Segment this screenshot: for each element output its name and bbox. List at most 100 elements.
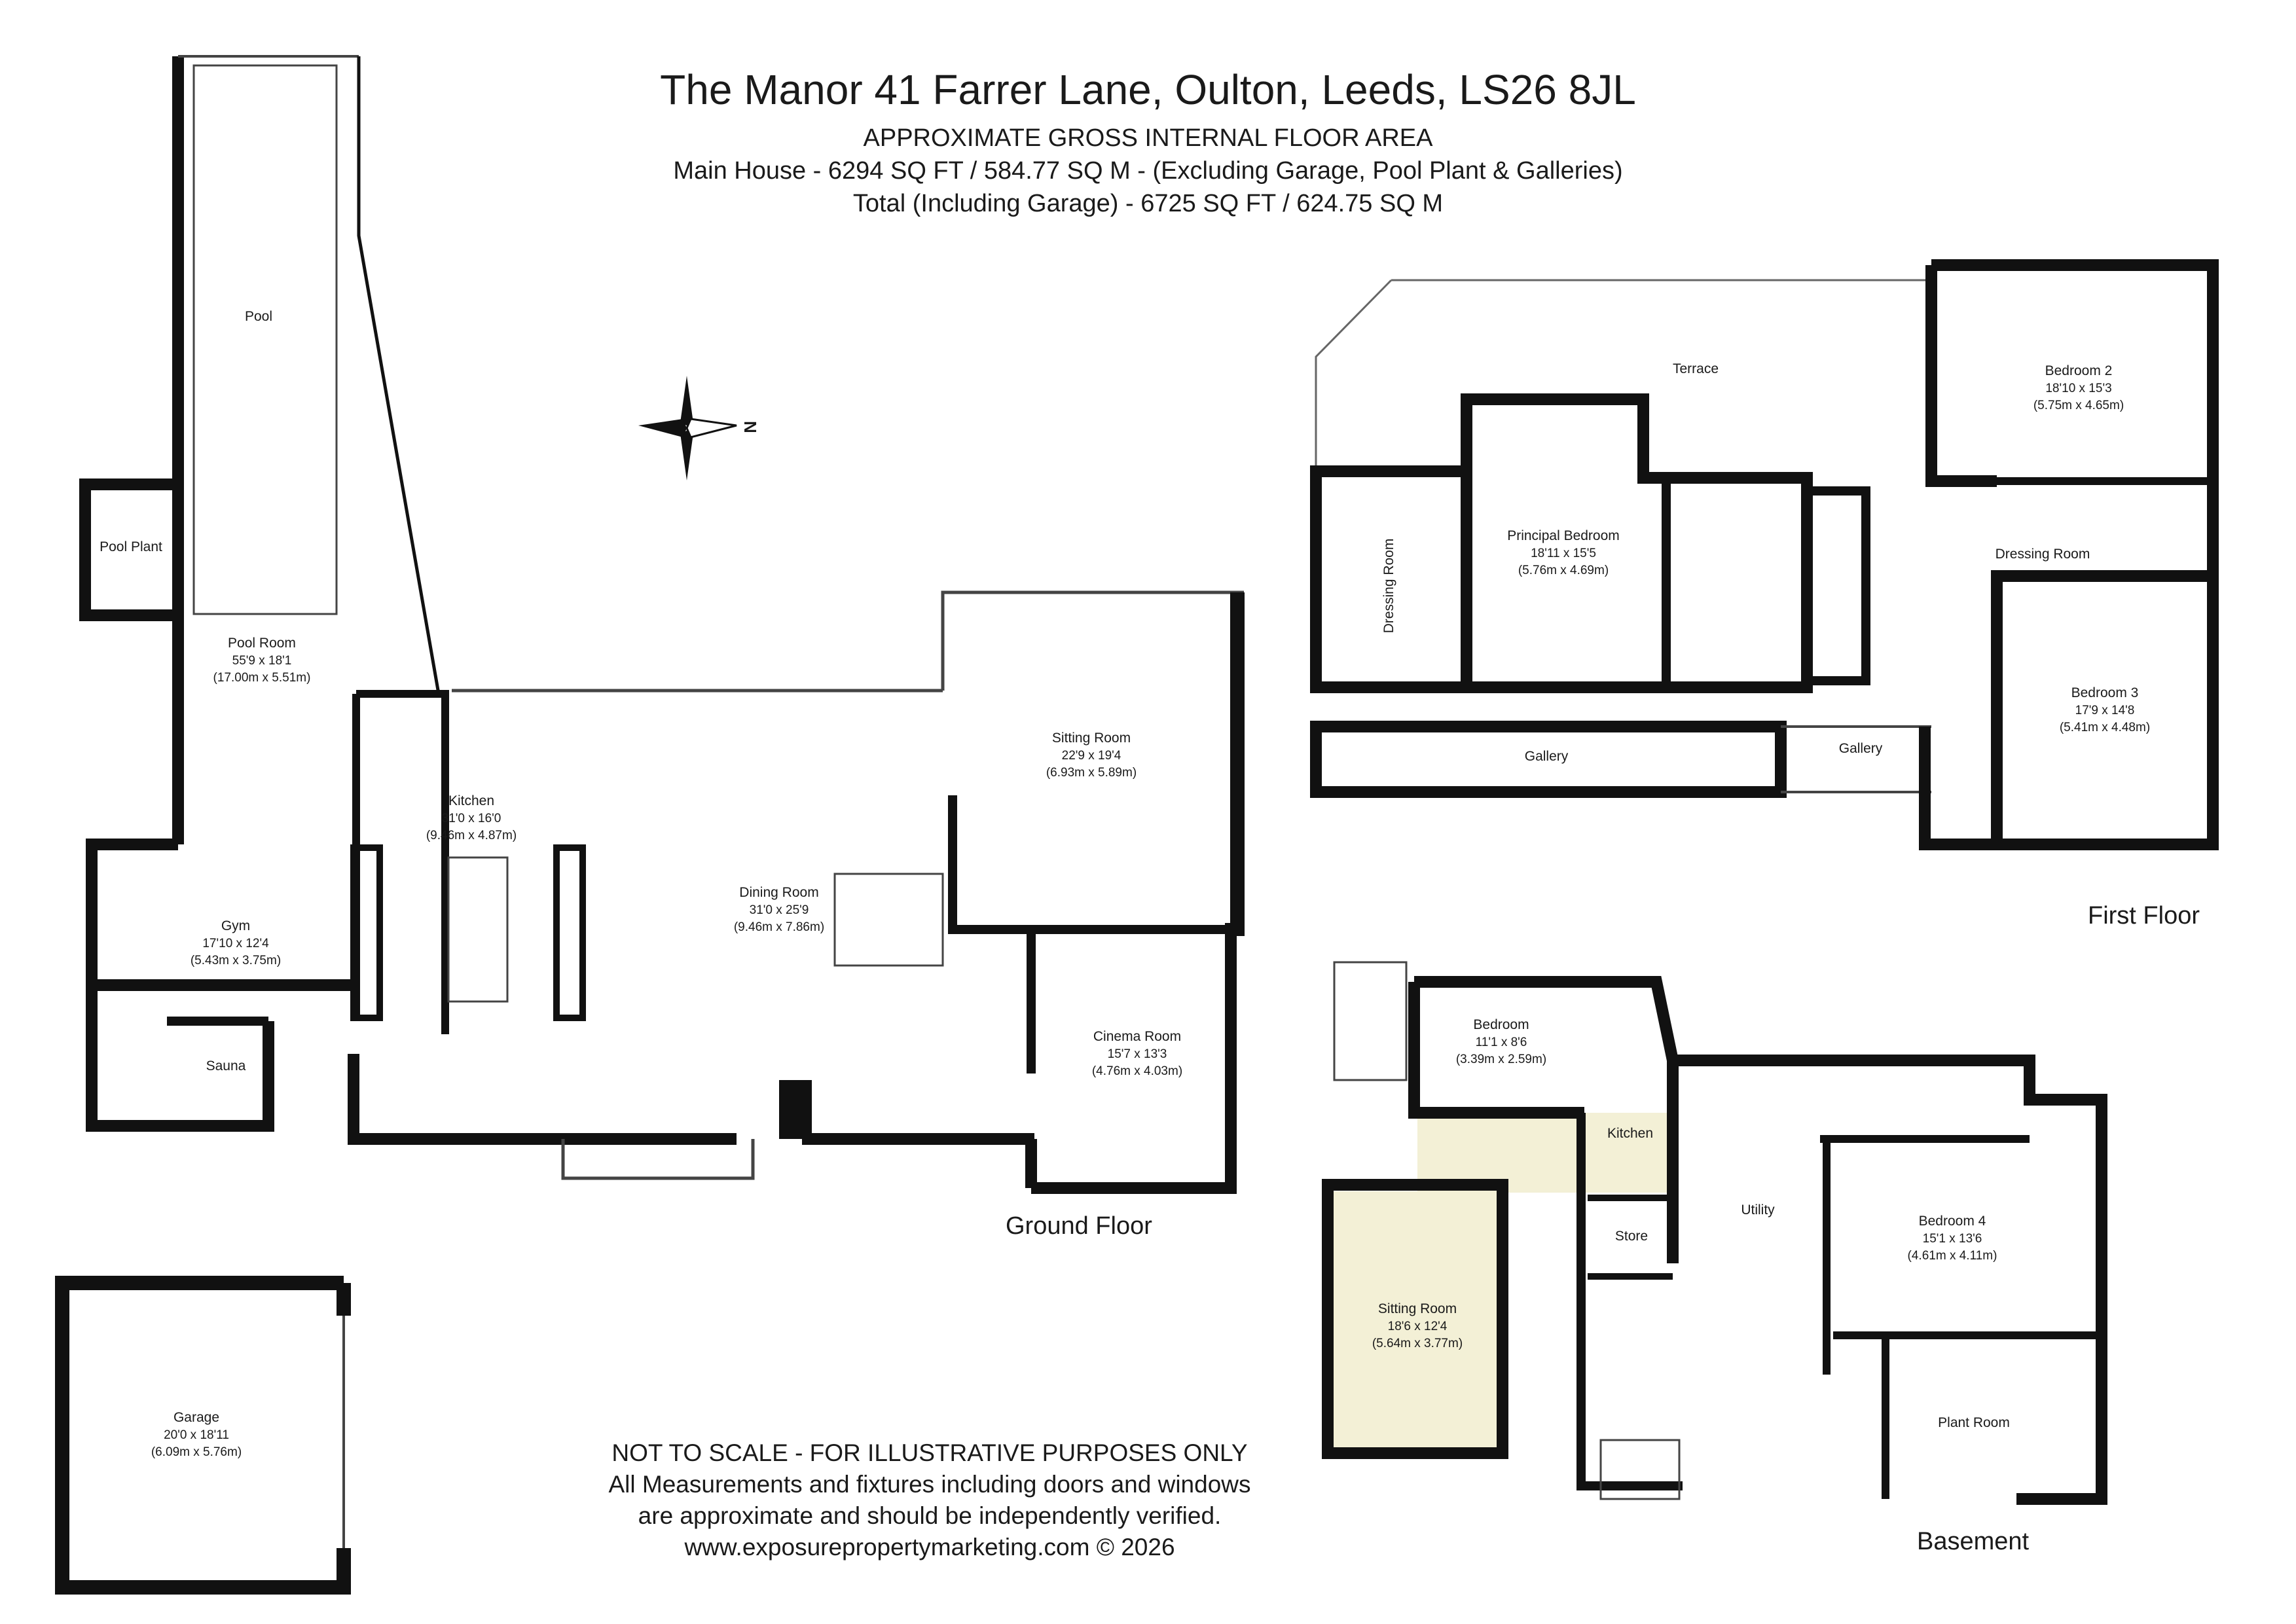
room-dining-imperial: 31'0 x 25'9 xyxy=(750,903,809,917)
room-dressing-1-name: Dressing Room xyxy=(1381,539,1396,634)
basement-internal-stair xyxy=(1599,1439,1681,1500)
annex-fill-sitting xyxy=(1328,1191,1503,1453)
gallery-2-rails xyxy=(1781,725,1931,793)
annex-corridor-wall xyxy=(1576,1113,1683,1490)
room-garage-imperial: 20'0 x 18'11 xyxy=(164,1428,229,1442)
room-bedroom3-metric: (5.41m x 4.48m) xyxy=(2060,721,2150,734)
area-heading: APPROXIMATE GROSS INTERNAL FLOOR AREA xyxy=(863,124,1433,152)
room-principal-imperial: 18'11 x 15'5 xyxy=(1531,547,1596,560)
room-gym-metric: (5.43m x 3.75m) xyxy=(191,954,281,967)
ground-floor-title: Ground Floor xyxy=(1006,1212,1152,1240)
room-gym-name: Gym xyxy=(221,918,250,933)
ground-floor-plan xyxy=(55,55,1245,1595)
kitchen-east-units xyxy=(553,844,586,1021)
terrace-outline xyxy=(1315,279,1931,478)
room-cinema-imperial: 15'7 x 13'3 xyxy=(1108,1047,1167,1061)
room-gallery-1-name: Gallery xyxy=(1525,749,1569,764)
room-pool-room-imperial: 55'9 x 18'1 xyxy=(232,654,292,668)
room-sauna-name: Sauna xyxy=(206,1058,246,1074)
room-kitchen-imperial: 31'0 x 16'0 xyxy=(442,812,501,825)
room-garage-metric: (6.09m x 5.76m) xyxy=(151,1445,242,1459)
room-utility-name: Utility xyxy=(1741,1202,1775,1218)
room-dining-metric: (9.46m x 7.86m) xyxy=(734,920,824,934)
basement-plan xyxy=(1322,961,2107,1505)
room-sitting-b-metric: (5.64m x 3.77m) xyxy=(1372,1337,1463,1350)
kitchen-west-units xyxy=(350,844,383,1021)
room-pool-name: Pool xyxy=(245,309,272,324)
room-bedroom-b-metric: (3.39m x 2.59m) xyxy=(1456,1053,1546,1066)
gym-walls xyxy=(86,839,354,1132)
bay-window xyxy=(561,1139,755,1180)
bedroom-4-walls xyxy=(1820,1135,2102,1499)
basement-external-stair xyxy=(1333,961,1408,1081)
room-sitting-b-name: Sitting Room xyxy=(1378,1301,1457,1316)
room-cinema-metric: (4.76m x 4.03m) xyxy=(1092,1064,1182,1078)
room-principal-name: Principal Bedroom xyxy=(1507,528,1620,543)
room-sitting-ground-imperial: 22'9 x 19'4 xyxy=(1062,749,1121,763)
main-house-area: Main House - 6294 SQ FT / 584.77 SQ M - … xyxy=(673,157,1623,185)
basement-east-walls xyxy=(1673,1055,2107,1505)
room-pool-room-name: Pool Room xyxy=(228,636,296,651)
room-bedroom-b-name: Bedroom xyxy=(1473,1017,1529,1032)
disclaimer: NOT TO SCALE - FOR ILLUSTRATIVE PURPOSES… xyxy=(524,1437,1336,1563)
basement-sitting-walls xyxy=(1322,1179,1508,1459)
disclaimer-line-2: All Measurements and fixtures including … xyxy=(608,1471,1251,1498)
ground-stair xyxy=(833,873,944,967)
basement-title: Basement xyxy=(1917,1528,2030,1555)
room-garage-name: Garage xyxy=(173,1410,219,1425)
basement-bedroom-walls xyxy=(1414,976,1679,1263)
room-bedroom2-imperial: 18'10 x 15'3 xyxy=(2045,382,2111,395)
room-pool-plant-name: Pool Plant xyxy=(100,539,162,554)
room-bedroom-b-imperial: 11'1 x 8'6 xyxy=(1476,1036,1527,1049)
compass-north-label: N xyxy=(740,421,760,433)
room-cinema-name: Cinema Room xyxy=(1093,1029,1181,1044)
room-sitting-ground-name: Sitting Room xyxy=(1052,731,1131,746)
room-kitchen-name: Kitchen xyxy=(448,793,494,808)
room-kitchen-b-name: Kitchen xyxy=(1607,1126,1653,1141)
room-bedroom4-metric: (4.61m x 4.11m) xyxy=(1908,1249,1997,1263)
room-bedroom2-metric: (5.75m x 4.65m) xyxy=(2033,399,2124,412)
ground-south-wall xyxy=(348,1054,949,1145)
pool-room-glazed-wall xyxy=(357,56,441,695)
room-store-name: Store xyxy=(1615,1229,1648,1244)
room-gallery-2-name: Gallery xyxy=(1839,741,1883,756)
room-plant-room-name: Plant Room xyxy=(1938,1415,2010,1430)
room-bedroom3-name: Bedroom 3 xyxy=(2071,685,2139,700)
principal-bedroom-walls xyxy=(1461,393,1813,693)
disclaimer-line-3: are approximate and should be independen… xyxy=(638,1502,1222,1529)
wc-walls xyxy=(949,1133,1037,1188)
cinema-room-walls xyxy=(1031,923,1237,1194)
room-bedroom4-imperial: 15'1 x 13'6 xyxy=(1923,1232,1982,1246)
disclaimer-line-1: NOT TO SCALE - FOR ILLUSTRATIVE PURPOSES… xyxy=(611,1439,1248,1466)
total-area: Total (Including Garage) - 6725 SQ FT / … xyxy=(852,190,1444,217)
pool-plant-walls xyxy=(79,478,178,621)
first-floor-plan xyxy=(1310,259,2219,850)
room-dining-name: Dining Room xyxy=(739,885,818,900)
pool-outline xyxy=(192,64,338,615)
first-stair xyxy=(1807,486,1870,685)
disclaimer-line-4: www.exposurepropertymarketing.com © 2026 xyxy=(684,1534,1175,1561)
room-terrace-name: Terrace xyxy=(1673,361,1719,376)
kitchen-west-walls xyxy=(352,690,449,1034)
room-bedroom2-name: Bedroom 2 xyxy=(2045,363,2113,378)
room-kitchen-metric: (9.46m x 4.87m) xyxy=(426,829,517,842)
room-gym-imperial: 17'10 x 12'4 xyxy=(202,937,269,950)
room-labels: Pool Pool Plant Pool Room 55'9 x 18'1 (1… xyxy=(100,309,2150,1459)
store-partitions xyxy=(1588,1195,1673,1280)
room-principal-metric: (5.76m x 4.69m) xyxy=(1518,564,1609,577)
sitting-room-partition xyxy=(948,795,1231,934)
bedroom-2-west-wall xyxy=(1925,265,1997,487)
first-floor-title: First Floor xyxy=(2088,902,2200,929)
plan-title: The Manor 41 Farrer Lane, Oulton, Leeds,… xyxy=(660,66,1636,113)
room-bedroom4-name: Bedroom 4 xyxy=(1919,1214,1986,1229)
room-dressing-2-name: Dressing Room xyxy=(1995,547,2090,562)
room-pool-room-metric: (17.00m x 5.51m) xyxy=(213,671,311,685)
room-sitting-ground-metric: (6.93m x 5.89m) xyxy=(1046,766,1137,780)
room-sitting-b-imperial: 18'6 x 12'4 xyxy=(1388,1320,1448,1333)
sitting-room-glazing xyxy=(941,590,1244,691)
basement-bedroom-inner xyxy=(1408,982,1584,1119)
compass-icon: N xyxy=(638,376,760,480)
kitchen-island xyxy=(447,856,509,1003)
garage-walls xyxy=(55,1276,351,1595)
